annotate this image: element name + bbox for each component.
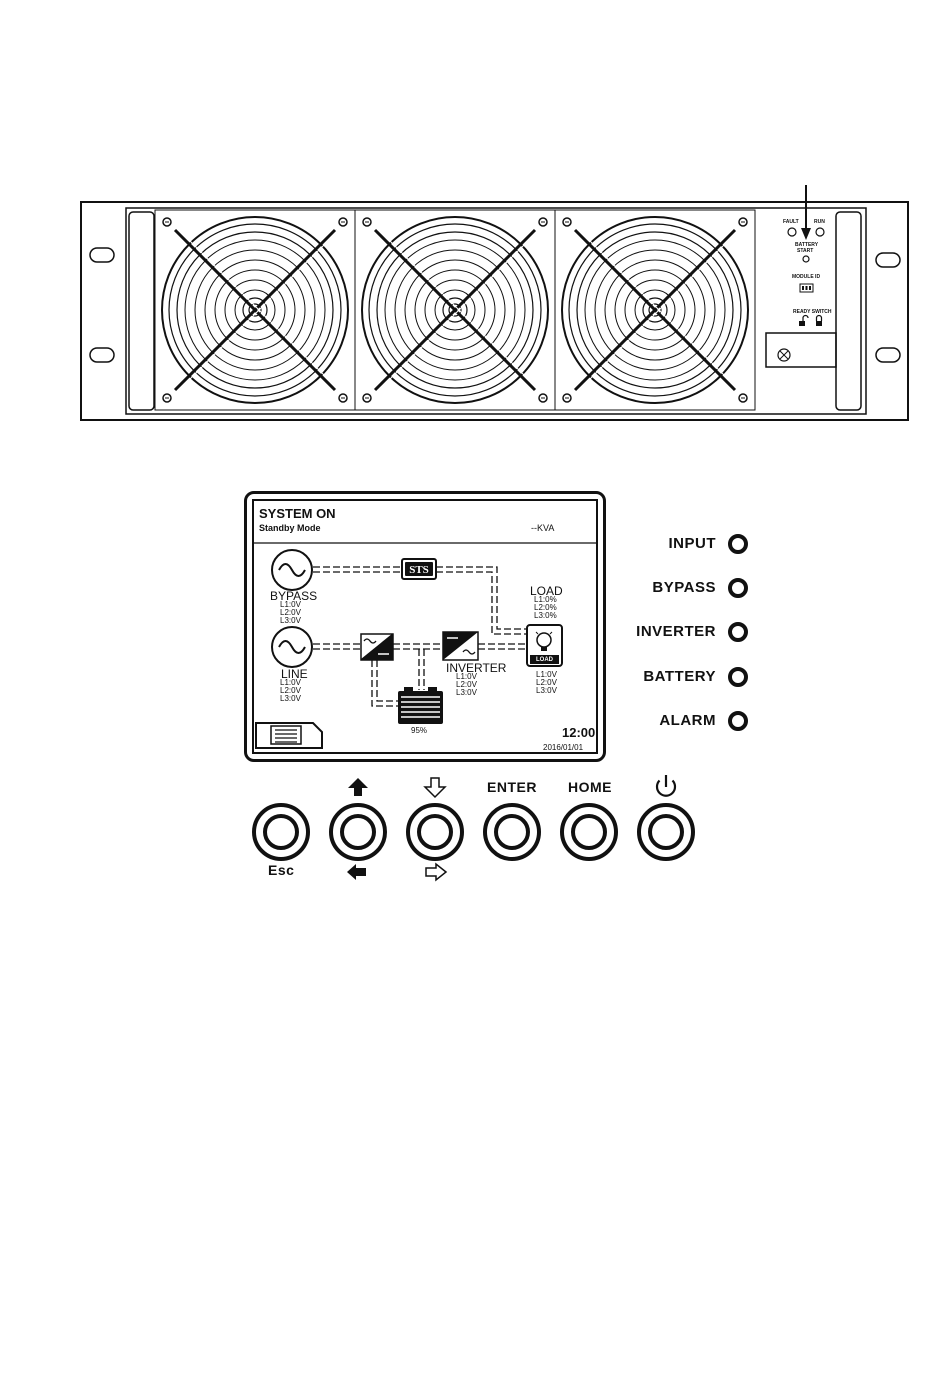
- arrow-left-filled-icon: [347, 864, 366, 880]
- arrow-right-outline-icon: [426, 864, 446, 880]
- arrow-down-outline-icon: [425, 778, 445, 797]
- button-icons: [0, 0, 950, 900]
- arrow-up-filled-icon: [348, 778, 368, 796]
- power-icon: [657, 775, 675, 796]
